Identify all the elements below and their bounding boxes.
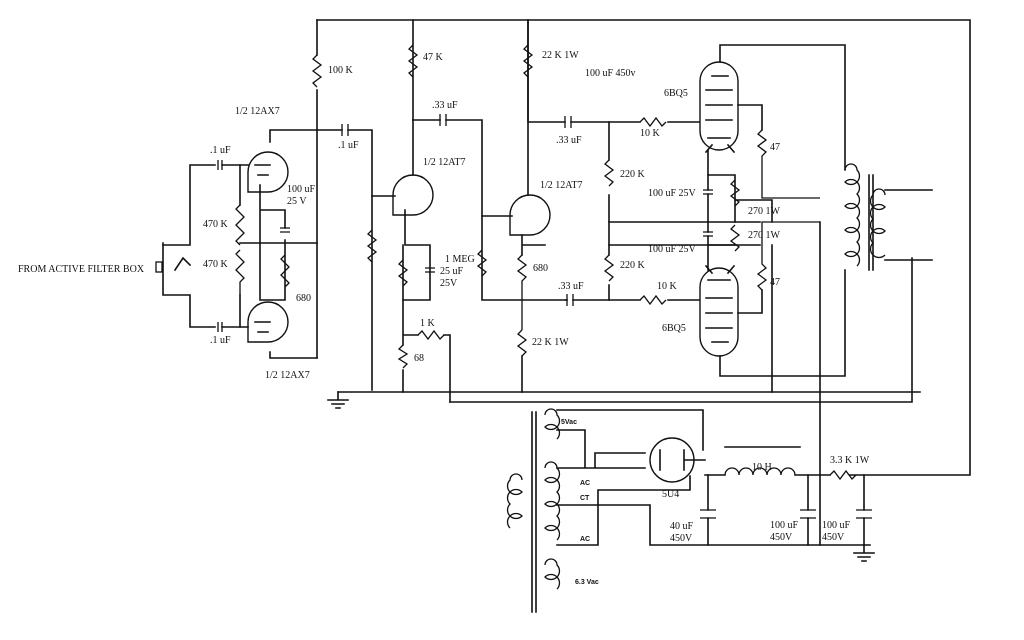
c-in-top-label: .1 uF (210, 145, 231, 156)
c-ps1-label: 40 uF (670, 521, 694, 532)
c-coupling1-label: .1 uF (338, 140, 359, 151)
c-out-top-label: .33 uF (556, 135, 582, 146)
plate-load-2 (407, 44, 419, 78)
r-grid3-label: 1 MEG (445, 254, 475, 265)
c-cathode1-v-label: 25 V (287, 196, 307, 207)
input-caps (217, 160, 249, 332)
coupling-cap-1 (316, 124, 378, 391)
c-cathode1-label: 100 uF (287, 184, 316, 195)
r-bias-top-label: 270 1W (748, 206, 781, 217)
c-in-bot-label: .1 uF (210, 335, 231, 346)
plate-load-1 (311, 19, 323, 359)
c-cathode2-label: 25 uF (440, 266, 464, 277)
grid-resistors (235, 164, 318, 328)
ps-resistor (829, 469, 857, 481)
ps-ac1-label: AC (580, 480, 590, 487)
c-cathode2-v-label: 25V (440, 278, 458, 289)
v4-label: 6BQ5 (664, 88, 688, 99)
r-cathode1-label: 680 (296, 293, 311, 304)
input-jack (155, 164, 216, 328)
v5-label: 6BQ5 (662, 323, 686, 334)
ps-63vac-label: 6.3 Vac (575, 579, 599, 586)
r-fb-shunt-label: 68 (414, 353, 424, 364)
r-cathode-pi-label: 22 K 1W (532, 337, 569, 348)
tube-v1b (247, 301, 318, 359)
c-ps1-v-label: 450V (670, 533, 693, 544)
v2-label: 1/2 12AT7 (423, 157, 466, 168)
r-plate2-label: 47 K (423, 52, 444, 63)
v3-label: 1/2 12AT7 (540, 180, 583, 191)
c-bias-top-label: 100 uF 25V (648, 188, 697, 199)
r-grid-top-label: 470 K (203, 219, 229, 230)
tube-v4 (699, 44, 846, 171)
plate-load-3 (522, 44, 534, 78)
r-fb-series-label: 1 K (420, 318, 436, 329)
b-plus-rail (316, 19, 971, 476)
cathode-load-pi (516, 254, 528, 393)
tube-v1a (247, 129, 318, 193)
output-transformer (819, 163, 933, 546)
r-ps-label: 3.3 K 1W (830, 455, 870, 466)
c-out-bot-label: .33 uF (558, 281, 584, 292)
v1b-label: 1/2 12AX7 (265, 370, 310, 381)
bias-network (703, 149, 773, 393)
ps-ct-label: CT (580, 495, 590, 502)
r-plate1-label: 100 K (328, 65, 354, 76)
c-filter-top-label: 100 uF 450v (585, 68, 636, 79)
c-ps2-v-label: 450V (770, 532, 793, 543)
ps-filter-caps (700, 474, 875, 562)
c-coupling2-label: .33 uF (432, 100, 458, 111)
c-bias-bot-label: 100 uF 25V (648, 244, 697, 255)
v1a-label: 1/2 12AX7 (235, 106, 280, 117)
tube-v5 (699, 264, 846, 377)
coupling-cap-2 (412, 114, 567, 301)
r-gl-top-label: 220 K (620, 169, 646, 180)
screen-resistors (737, 104, 820, 314)
ps-ac2-label: AC (580, 536, 590, 543)
cathode-network-1 (259, 184, 290, 301)
r-cathode3-label: 680 (533, 263, 548, 274)
cathode-network-2 (397, 259, 451, 403)
v6-label: 5U4 (662, 489, 679, 500)
ps-5vac-label: 5Vac (561, 419, 577, 426)
c-ps2-label: 100 uF (770, 520, 799, 531)
power-transformer (506, 408, 871, 613)
r-gs-top-label: 10 K (640, 128, 661, 139)
c-ps3-v-label: 450V (822, 532, 845, 543)
ground-rail (337, 257, 921, 403)
rectifier-tube (649, 437, 706, 483)
r-grid-bot-label: 470 K (203, 259, 229, 270)
input-label: FROM ACTIVE FILTER BOX (18, 264, 145, 275)
tube-v2 (371, 119, 434, 301)
tube-v3 (481, 19, 551, 256)
c-ps3-label: 100 uF (822, 520, 851, 531)
r-plate3-label: 22 K 1W (542, 50, 579, 61)
r-gl-bot-label: 220 K (620, 260, 646, 271)
choke-label: 10 H (752, 462, 772, 473)
r-screen-bot-label: 47 (770, 277, 780, 288)
ground-symbol (327, 391, 349, 409)
r-screen-top-label: 47 (770, 142, 780, 153)
r-gs-bot-label: 10 K (657, 281, 678, 292)
r-bias-bot-label: 270 1W (748, 230, 781, 241)
